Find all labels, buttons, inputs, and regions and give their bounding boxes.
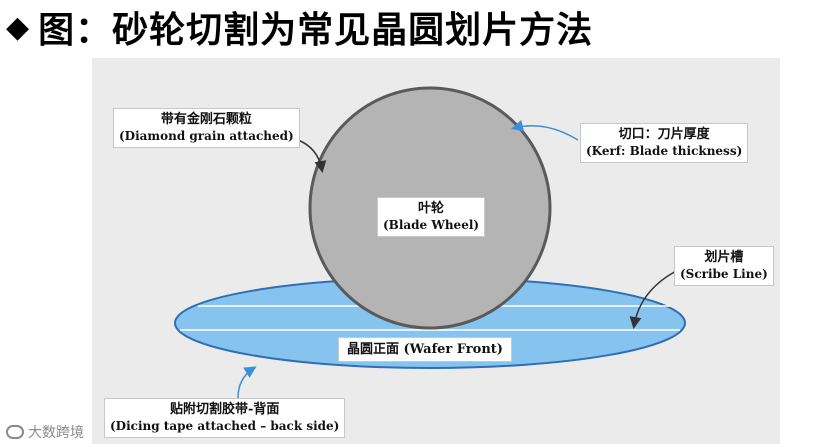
scribe-line-label: 划片槽 (Scribe Line)	[674, 246, 774, 286]
blade-wheel-cn: 叶轮	[418, 201, 445, 216]
diamond-grain-en: (Diamond grain attached)	[119, 129, 294, 143]
diamond-grain-label: 带有金刚石颗粒 (Diamond grain attached)	[113, 108, 300, 148]
wafer-front-text: 晶圆正面 (Wafer Front)	[347, 342, 503, 357]
dicing-tape-cn: 贴附切割胶带-背面	[169, 402, 280, 417]
watermark-logo-icon	[6, 425, 24, 439]
kerf-cn: 切口：刀片厚度	[618, 127, 710, 142]
scribe-line-cn: 划片槽	[704, 250, 744, 265]
title-text: 图：砂轮切割为常见晶圆划片方法	[38, 10, 594, 51]
blade-wheel-label: 叶轮 (Blade Wheel)	[377, 197, 486, 237]
wafer-front-label: 晶圆正面 (Wafer Front)	[338, 337, 512, 362]
tape-arrow	[237, 366, 257, 399]
watermark-text: 大数跨境	[28, 425, 84, 441]
page-title: ◆ 图：砂轮切割为常见晶圆划片方法	[6, 2, 593, 52]
dicing-tape-en: (Dicing tape attached – back side)	[110, 419, 340, 433]
kerf-label: 切口：刀片厚度 (Kerf: Blade thickness)	[580, 123, 749, 163]
watermark: 大数跨境	[6, 422, 84, 442]
blade-wheel-en: (Blade Wheel)	[383, 218, 480, 232]
diamond-arrow	[297, 139, 327, 173]
dicing-tape-label: 贴附切割胶带-背面 (Dicing tape attached – back s…	[104, 398, 346, 438]
scribe-line-en: (Scribe Line)	[680, 267, 768, 281]
kerf-en: (Kerf: Blade thickness)	[586, 144, 743, 158]
kerf-arrow	[511, 119, 579, 141]
diamond-bullet-icon: ◆	[6, 9, 31, 45]
diamond-grain-cn: 带有金刚石颗粒	[160, 112, 252, 127]
scribe-arrow	[629, 269, 679, 329]
